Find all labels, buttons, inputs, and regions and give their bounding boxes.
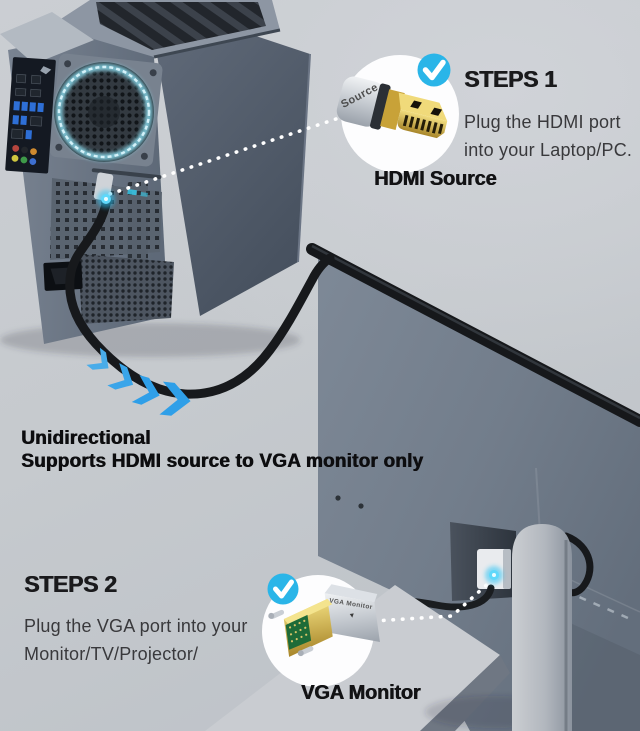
- unidirectional-note: Unidirectional Supports HDMI source to V…: [21, 427, 423, 473]
- checkmark-icon: [417, 53, 451, 87]
- step2-description-line1: Plug the VGA port into your: [24, 616, 248, 636]
- hdmi-pins: [402, 114, 444, 135]
- audio-jacks: [11, 144, 37, 165]
- fan-hub: [88, 96, 120, 128]
- vga-pins: [288, 619, 308, 643]
- vga-connector-graphic: VGA Monitor: [268, 584, 380, 657]
- monitor-screw: [335, 495, 341, 501]
- pc-grille-holes: [127, 182, 148, 270]
- dotted-line-vga: [372, 578, 494, 623]
- gpu-port: [140, 191, 148, 197]
- hdmi-callout: Source: [336, 53, 459, 173]
- dotted-line-hdmi: [108, 115, 344, 196]
- dotted-guides: [108, 115, 494, 623]
- note-line1: Unidirectional: [21, 428, 151, 449]
- gpu-bracket: [91, 168, 162, 180]
- pc-roof-trim: [0, 12, 94, 64]
- io-panel: [5, 57, 56, 174]
- vga-plug-arrow: [349, 613, 354, 618]
- checkmark-icon: [267, 573, 299, 605]
- usb-ports: [12, 101, 44, 140]
- vga-callout: VGA Monitor: [262, 573, 380, 687]
- cable-on-monitor-edge: [306, 243, 640, 427]
- step2-title: STEPS 2: [24, 571, 117, 597]
- note-line2: Supports HDMI source to VGA monitor only: [21, 451, 424, 472]
- port-glow-dots: [97, 190, 503, 584]
- monitor-seam-2: [559, 574, 640, 613]
- hdmi-to-vga-cable: [65, 195, 335, 399]
- step2-description-line2: Monitor/TV/Projector/: [24, 644, 199, 664]
- vga-plug-shade: [503, 549, 511, 589]
- pc-tower: [0, 0, 311, 357]
- gpu-port: [127, 189, 137, 196]
- step1-description-line1: Plug the HDMI port: [464, 112, 621, 132]
- psu-mesh: [78, 254, 174, 324]
- pc-top-vents: [96, 2, 266, 50]
- stand-column: [512, 524, 572, 731]
- step1-title: STEPS 1: [464, 66, 557, 92]
- vga-monitor-caption: VGA Monitor: [301, 682, 421, 704]
- step1-description-line2: into your Laptop/PC.: [464, 140, 633, 160]
- monitor-screw: [358, 503, 364, 509]
- direction-arrows-icon: [86, 347, 191, 416]
- hdmi-connector-graphic: Source: [336, 76, 448, 139]
- pc-side-edge: [297, 53, 311, 263]
- cable-highlight: [311, 244, 640, 420]
- fan-glow-mesh: [57, 65, 151, 159]
- step2-description: Plug the VGA port into your Monitor/TV/P…: [24, 612, 248, 668]
- pc-cap-shadow: [153, 28, 281, 59]
- hdmi-source-caption: HDMI Source: [374, 168, 497, 190]
- step1-description: Plug the HDMI port into your Laptop/PC.: [464, 108, 632, 164]
- rog-logo: [40, 66, 52, 75]
- pc-side-panel: [148, 0, 310, 316]
